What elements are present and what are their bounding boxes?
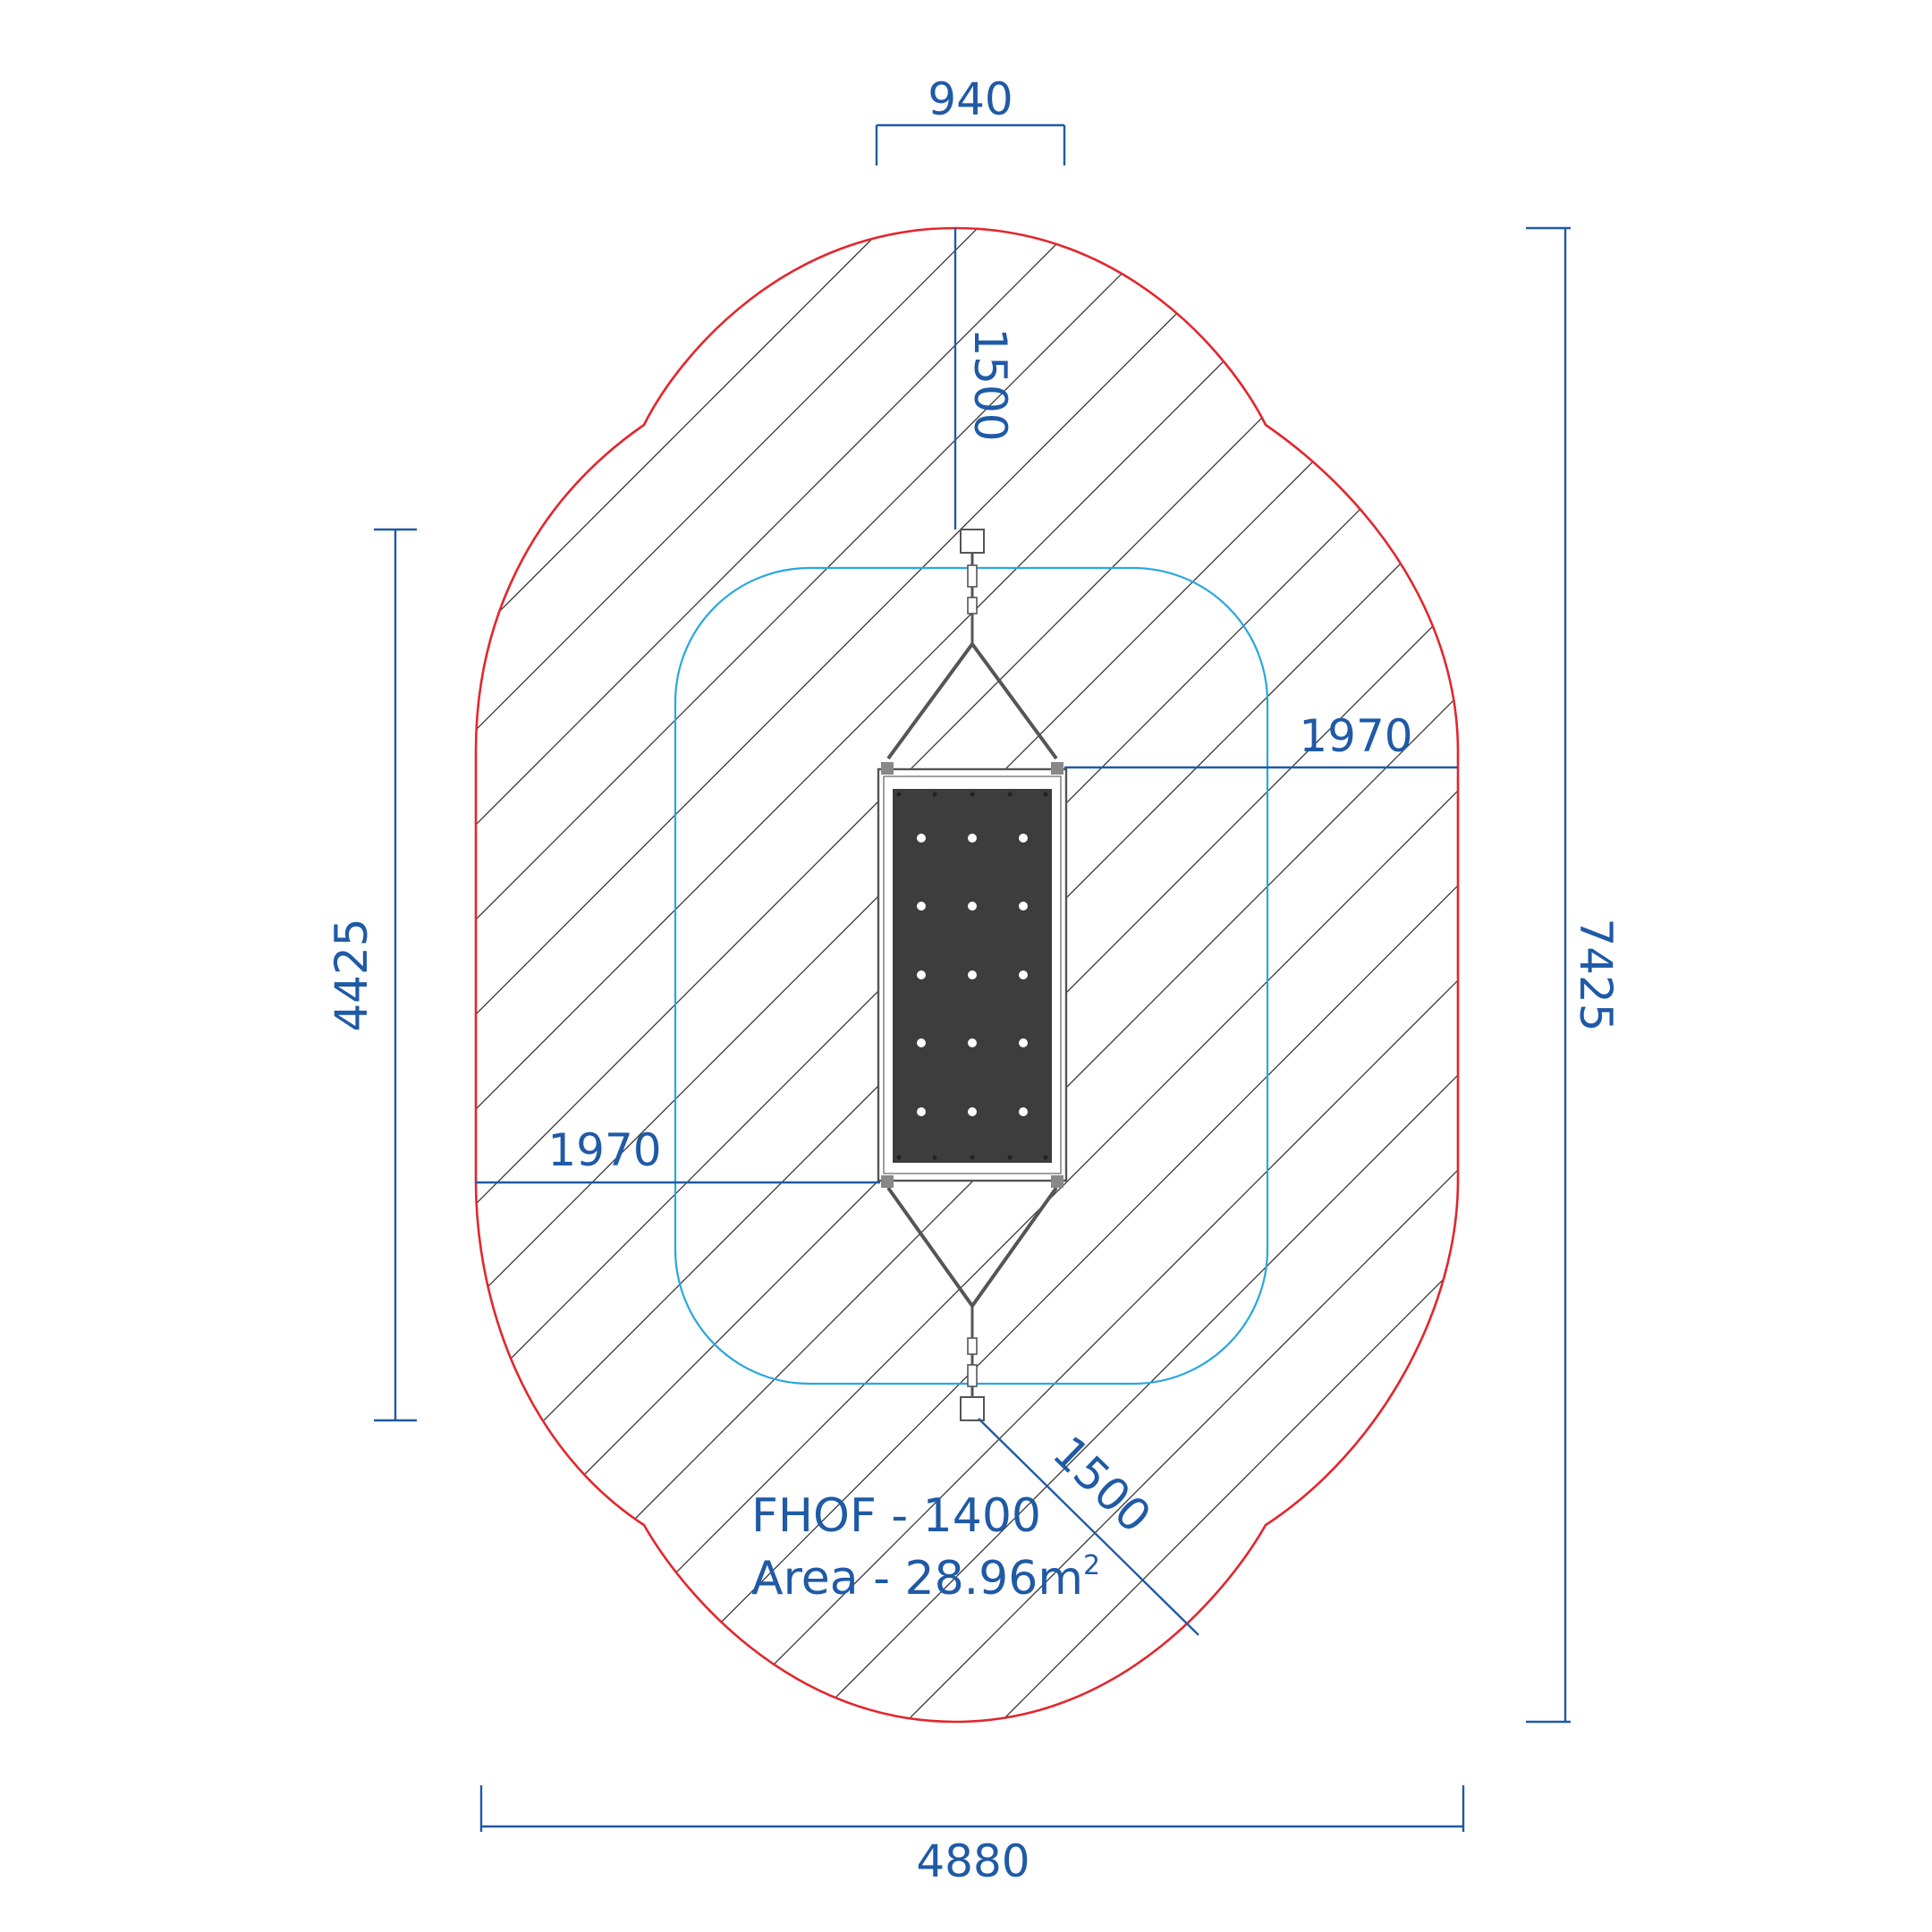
dimension-label-right-1970: 1970 <box>1299 710 1412 762</box>
dimension-label-top-1500: 1500 <box>964 327 1016 441</box>
mat-edge-fixing <box>1043 1155 1048 1160</box>
hatch-line <box>564 228 1458 1722</box>
mat-hole <box>968 902 977 911</box>
mat-edge-fixing <box>970 1155 975 1160</box>
hatch-line <box>1133 228 1458 1722</box>
dimension-right-height: 7425 <box>1526 226 1622 1724</box>
fhof-label: FHOF - 1400 <box>751 1489 1041 1543</box>
area-value: Area - 28.96m <box>751 1552 1083 1606</box>
mat-hole <box>1019 970 1028 979</box>
area-unit-superscript: 2 <box>1083 1550 1100 1581</box>
mat-edge-fixing <box>896 1155 902 1160</box>
mat-hole <box>968 1038 977 1047</box>
mat-hole <box>917 1038 926 1047</box>
top-anchor <box>960 529 985 554</box>
dimension-label-7425: 7425 <box>1570 918 1622 1031</box>
mat-edge-fixing <box>1043 792 1048 797</box>
dimension-label-940: 940 <box>928 73 1013 125</box>
area-label: Area - 28.96m2 <box>751 1550 1100 1606</box>
mat-edge-fixing <box>970 792 975 797</box>
mat-hole <box>1019 902 1028 911</box>
mat-hole <box>917 902 926 911</box>
hatch-line <box>476 228 1112 1722</box>
hatch-line <box>476 228 543 1722</box>
dimension-label-4880: 4880 <box>916 1835 1030 1887</box>
mat-hole <box>1019 1107 1028 1116</box>
mat-hole <box>917 1107 926 1116</box>
dimension-right-clearance: 1970 <box>1064 710 1458 769</box>
hatch-line <box>476 228 638 1722</box>
mat-edge-fixing <box>932 1155 937 1160</box>
mat-edge-fixing <box>932 792 937 797</box>
hatch-line <box>476 228 1301 1722</box>
net-equipment <box>877 529 1068 1421</box>
bottom-anchor <box>960 1396 985 1421</box>
safety-zone-outline <box>474 226 1460 1724</box>
mat-edge-fixing <box>896 792 902 797</box>
hatch-line <box>476 228 1458 1722</box>
hatch-line <box>476 228 1017 1722</box>
hatch-line <box>476 228 1458 1722</box>
hatch-line <box>476 228 1458 1722</box>
mat-edge-fixing <box>1007 792 1013 797</box>
dimension-top-width: 940 <box>875 73 1066 165</box>
mat-hole <box>917 970 926 979</box>
mat-hole <box>1019 834 1028 843</box>
dimension-left-clearance: 1970 <box>476 1124 880 1184</box>
mat-edge-fixing <box>1007 1155 1013 1160</box>
dimension-label-4425: 4425 <box>326 918 377 1031</box>
dimension-label-left-1970: 1970 <box>547 1124 661 1176</box>
hatch-line <box>476 228 1458 1722</box>
hatch-line <box>476 228 1458 1722</box>
hatch-line <box>1038 228 1458 1722</box>
mat-hole <box>968 1107 977 1116</box>
info-block: FHOF - 1400 Area - 28.96m2 <box>751 1489 1100 1606</box>
mat-hole <box>968 834 977 843</box>
hatch-line <box>476 228 922 1722</box>
hatch-line <box>476 228 1458 1722</box>
dimension-bottom-width: 4880 <box>479 1785 1465 1887</box>
hatch-line <box>476 228 1458 1722</box>
hatch-line <box>476 228 1207 1722</box>
mat-hole <box>968 970 977 979</box>
hatch-line <box>476 228 1396 1722</box>
dimension-top-clearance: 1500 <box>953 228 1016 530</box>
hatch-line <box>754 228 1458 1722</box>
hatch-line <box>659 228 1458 1722</box>
hatch-line <box>0 0 447 1932</box>
hatch-line <box>476 228 827 1722</box>
mat-hole <box>917 834 926 843</box>
mat-hole <box>1019 1038 1028 1047</box>
hatch-line <box>1323 228 1458 1722</box>
dimension-left-height: 4425 <box>326 528 417 1422</box>
